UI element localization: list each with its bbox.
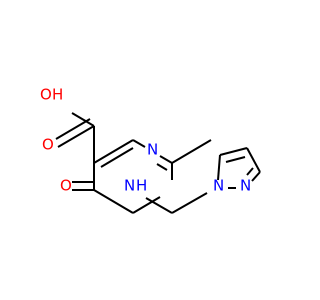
bond-pz-c4-c3 [246, 147, 261, 173]
atom-acid-oh-h: H [52, 86, 63, 104]
bond-pz-c3-n2-double [246, 167, 254, 176]
bond-pz-c5-c4 [219, 147, 248, 156]
atom-acid-oh-o: O [40, 86, 52, 104]
atom-ring-nh-n: N [124, 177, 135, 195]
atom-acid-carbonyl-o: O [42, 136, 54, 154]
bond-ch2-pyrazole [171, 192, 208, 214]
atom-pyrazole-n2: N [240, 177, 251, 195]
bond-c2-ch2 [171, 139, 212, 164]
bonds [55, 112, 261, 214]
bond-pz-c5-c4-double [225, 156, 246, 163]
bond-c4-c5 [93, 189, 134, 214]
bond-n1-c2-double [156, 163, 168, 171]
atom-labels: O H O O N N H N N [40, 86, 251, 195]
bond-cooh-co-2 [55, 118, 91, 140]
bond-cooh-oh [71, 112, 95, 127]
molecule-canvas: O H O O N N H N N [40, 85, 261, 214]
bond-c6-n1 [132, 139, 146, 148]
bond-n1-c2 [159, 155, 173, 164]
bond-pz-n1-c5 [217, 154, 221, 181]
bond-cooh-co-1 [57, 125, 95, 148]
bond-n3-c4 [132, 196, 161, 214]
bond-c5-c6-double [100, 147, 134, 168]
molecule-structure: O H O O N N H N N [40, 86, 261, 214]
bond-pz-c3-n2 [251, 171, 261, 182]
bond-c5-c6 [93, 139, 134, 164]
atom-ketone-o: O [60, 177, 72, 195]
atom-pyrazole-n1: N [213, 177, 224, 195]
bond-ch2-down [145, 197, 173, 214]
atom-ring-n-top: N [147, 141, 158, 159]
atom-ring-nh-h: H [136, 177, 147, 195]
